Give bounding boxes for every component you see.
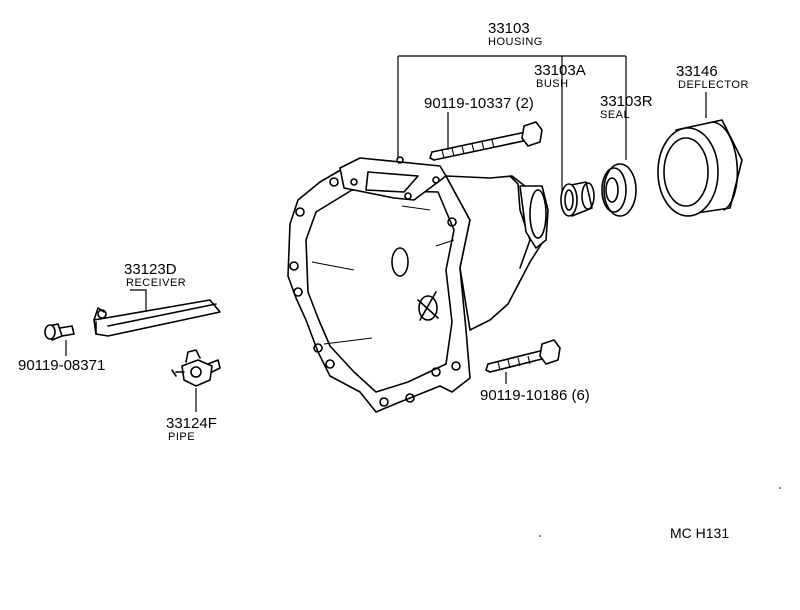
inner-bore bbox=[391, 247, 409, 277]
pivot-boss bbox=[418, 295, 438, 321]
pivot-stud bbox=[417, 291, 439, 321]
seal-part-number: 33103R bbox=[600, 93, 653, 110]
plate-hole bbox=[396, 156, 404, 164]
pipe-part-name: PIPE bbox=[168, 431, 196, 443]
receiver-part-number: 33123D bbox=[124, 261, 177, 278]
scan-speck bbox=[539, 535, 541, 537]
seal-drawing bbox=[601, 163, 637, 217]
receiver-part-name: RECEIVER bbox=[126, 277, 187, 289]
diagram-code: MC H131 bbox=[670, 525, 730, 541]
plate-hole bbox=[350, 178, 358, 186]
housing-cone-body bbox=[445, 175, 545, 331]
flange-bolt-holes bbox=[289, 177, 461, 407]
bell-housing-inner-rim bbox=[305, 189, 455, 393]
scan-speck bbox=[779, 487, 781, 489]
pipe-drawing bbox=[171, 349, 221, 387]
plate-hole bbox=[404, 192, 412, 200]
housing-part-name: HOUSING bbox=[488, 36, 543, 48]
housing-nose-opening bbox=[529, 189, 547, 239]
housing-part-number: 33103 bbox=[488, 20, 530, 37]
plate-hole bbox=[432, 176, 440, 184]
housing-ribs bbox=[311, 205, 455, 345]
pipe-part-number: 33124F bbox=[166, 415, 217, 432]
leader-lines bbox=[65, 55, 707, 412]
seal-part-name: SEAL bbox=[600, 109, 631, 121]
bolt-top-drawing bbox=[429, 121, 543, 161]
shift-tower-opening bbox=[365, 171, 419, 193]
bush-part-name: BUSH bbox=[536, 78, 569, 90]
deflector-part-name: DEFLECTOR bbox=[678, 79, 749, 91]
deflector-part-number: 33146 bbox=[676, 63, 718, 80]
bolt-bottom-drawing bbox=[485, 339, 561, 373]
housing-cone-edge bbox=[509, 175, 531, 269]
bush-drawing bbox=[560, 181, 595, 217]
housing-leader bbox=[397, 55, 627, 192]
bolt-small-part-number: 90119-08371 bbox=[18, 357, 106, 374]
bush-part-number: 33103A bbox=[534, 62, 586, 79]
bolt-bottom-part-number: 90119-10186 (6) bbox=[480, 387, 590, 404]
bolt-top-part-number: 90119-10337 (2) bbox=[424, 95, 534, 112]
receiver-leader bbox=[130, 289, 147, 318]
receiver-drawing bbox=[93, 299, 221, 337]
deflector-drawing bbox=[657, 119, 743, 217]
bolt-small-drawing bbox=[44, 323, 75, 341]
housing-rear-nose bbox=[519, 185, 549, 249]
housing-drawing bbox=[287, 156, 549, 413]
